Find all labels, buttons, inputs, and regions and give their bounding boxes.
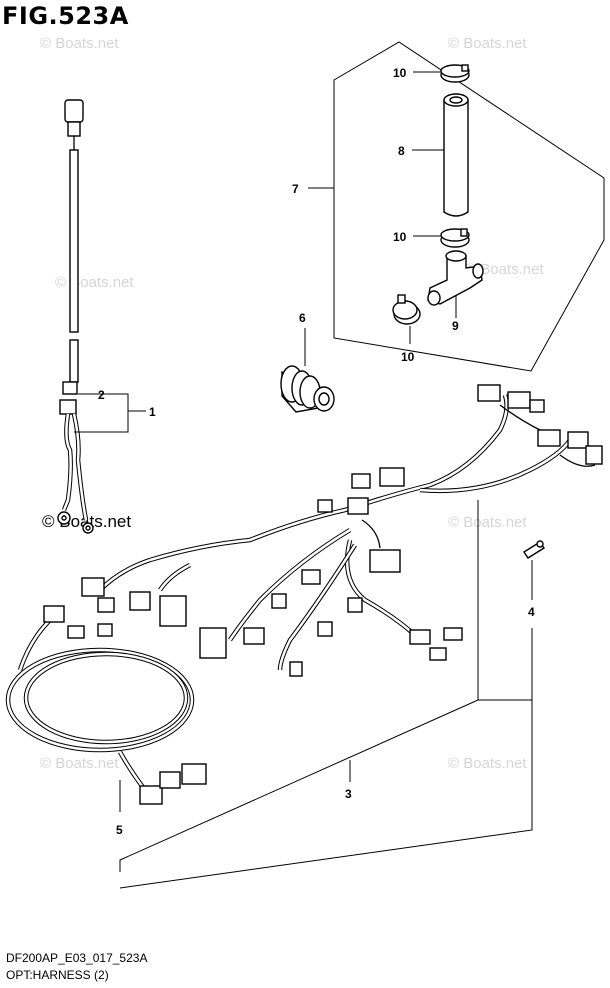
callout-1: 1	[149, 405, 156, 419]
main-harness-part-3	[81, 384, 603, 677]
grommet-part-6	[280, 365, 335, 413]
watermark: © Boats.net	[465, 261, 544, 278]
clip-part-4	[523, 540, 545, 559]
figure-name: OPT:HARNESS (2)	[6, 968, 109, 982]
figure-code: DF200AP_E03_017_523A	[6, 951, 148, 965]
watermark: © Boats.net	[40, 35, 119, 52]
callout-8: 8	[398, 144, 405, 158]
callout-5: 5	[116, 823, 123, 837]
callout-10-bottom: 10	[401, 350, 415, 364]
callout-4: 4	[528, 605, 535, 619]
watermark: © Boats.net	[448, 755, 527, 772]
watermark: © Boats.net	[448, 514, 527, 531]
hose-clamp-part-10	[440, 64, 470, 83]
callout-6: 6	[299, 311, 306, 325]
fuse-harness-part-1	[57, 99, 94, 534]
hose-clamp-part-10	[440, 228, 470, 248]
assembly-7-outline	[333, 41, 605, 372]
extension-harness-part-5	[5, 605, 207, 805]
callout-3: 3	[345, 787, 352, 801]
callout-10-top: 10	[393, 66, 407, 80]
hose-part-8	[443, 93, 469, 217]
callout-9: 9	[452, 319, 459, 333]
callout-10-middle: 10	[393, 230, 407, 244]
figure-title: FIG.523A	[2, 2, 129, 30]
callout-7: 7	[292, 182, 299, 196]
fitting-part-9	[427, 250, 484, 306]
watermark: © Boats.net	[448, 35, 527, 52]
watermark: © Boats.net	[40, 755, 119, 772]
watermark: © Boats.net	[55, 274, 134, 291]
hose-clamp-part-10	[392, 294, 421, 325]
callout-2: 2	[98, 388, 105, 402]
